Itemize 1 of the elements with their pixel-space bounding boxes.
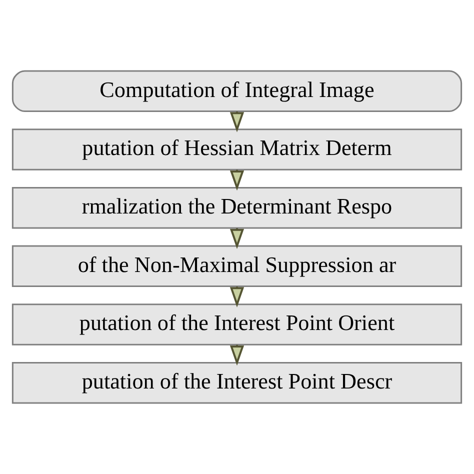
node-box: putation of the Interest Point Descr	[12, 362, 462, 404]
